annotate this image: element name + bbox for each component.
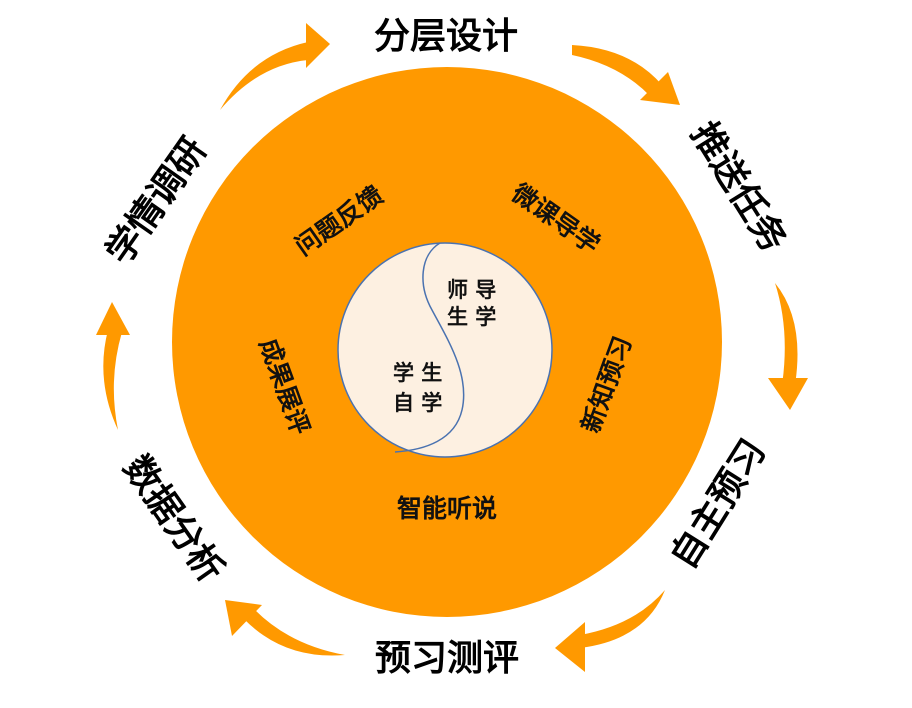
teacher-guide-line2: 生 学 [447, 305, 496, 329]
step-layered-design: 分层设计 [374, 16, 518, 57]
student-self-line1: 学 生 [393, 361, 442, 385]
yin-yang-core: 师 导 生 学 学 生 自 学 [337, 242, 553, 458]
arrow-survey-to-design-icon [220, 23, 330, 110]
inner-circle [337, 242, 553, 458]
s-divider-curve [394, 242, 465, 453]
step-preview-assessment: 预习测评 [375, 638, 519, 679]
arrow-push-to-preview-icon [768, 283, 808, 410]
teacher-guide-line1: 师 导 [447, 278, 496, 302]
arrow-analysis-to-survey-icon [96, 302, 130, 430]
arrow-assessment-to-analysis-icon [225, 600, 345, 656]
arrow-design-to-push-icon [572, 45, 680, 105]
ring-item-listening: 智能听说 [397, 494, 497, 523]
arrow-preview-to-assessment-icon [555, 590, 665, 672]
student-self-line2: 自 学 [393, 391, 442, 415]
